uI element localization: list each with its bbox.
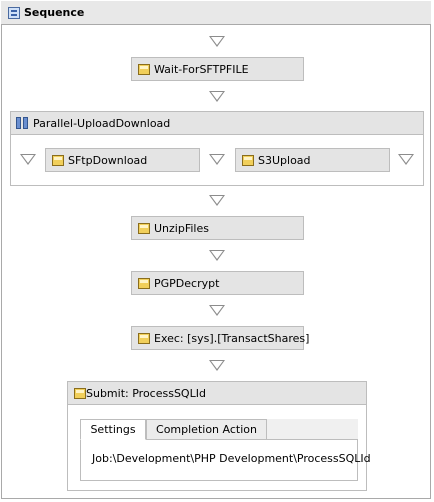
activity-sftp-download[interactable]: SFtpDownload <box>45 148 200 172</box>
drop-target-arrow-icon[interactable] <box>209 305 225 316</box>
job-path-text: Job:\Development\PHP Development\Process… <box>92 452 371 465</box>
activity-label: Wait-ForSFTPFILE <box>154 62 249 76</box>
drop-target-arrow-icon[interactable] <box>209 154 225 165</box>
activity-label: Exec: [sys].[TransactShares] <box>154 331 310 345</box>
tab-settings[interactable]: Settings <box>80 419 146 440</box>
activity-label: S3Upload <box>258 153 311 167</box>
activity-icon <box>138 277 150 289</box>
sequence-header[interactable]: Sequence <box>1 1 431 25</box>
drop-target-arrow-icon[interactable] <box>209 360 225 371</box>
activity-label: UnzipFiles <box>154 221 209 235</box>
activity-parallel-upload-download[interactable]: Parallel-UploadDownload <box>10 111 424 135</box>
activity-pgp-decrypt[interactable]: PGPDecrypt <box>131 271 304 295</box>
activity-icon <box>138 332 150 344</box>
parallel-icon <box>16 117 29 129</box>
drop-target-arrow-icon[interactable] <box>398 154 414 165</box>
drop-target-arrow-icon[interactable] <box>20 154 36 165</box>
activity-unzip-files[interactable]: UnzipFiles <box>131 216 304 240</box>
activity-exec-transact-shares[interactable]: Exec: [sys].[TransactShares] <box>131 326 309 350</box>
sequence-icon <box>8 6 20 19</box>
drop-target-arrow-icon[interactable] <box>209 250 225 261</box>
activity-icon <box>242 154 254 166</box>
activity-s3-upload[interactable]: S3Upload <box>235 148 390 172</box>
activity-label: PGPDecrypt <box>154 276 220 290</box>
activity-icon <box>74 387 86 399</box>
activity-icon <box>138 63 150 75</box>
tab-label: Completion Action <box>156 423 257 436</box>
drop-target-arrow-icon[interactable] <box>209 195 225 206</box>
activity-label: Parallel-UploadDownload <box>33 116 171 130</box>
sequence-title: Sequence <box>24 6 85 19</box>
drop-target-arrow-icon[interactable] <box>209 91 225 102</box>
activity-label: SFtpDownload <box>68 153 148 167</box>
activity-label: Submit: ProcessSQLId <box>86 386 206 400</box>
activity-wait-for-sftp-file[interactable]: Wait-ForSFTPFILE <box>131 57 304 81</box>
tab-completion-action[interactable]: Completion Action <box>146 419 267 440</box>
tab-label: Settings <box>90 423 136 436</box>
drop-target-arrow-icon[interactable] <box>209 36 225 47</box>
activity-submit-process-sql-id[interactable]: Submit: ProcessSQLId <box>67 381 367 405</box>
activity-icon <box>138 222 150 234</box>
activity-icon <box>52 154 64 166</box>
